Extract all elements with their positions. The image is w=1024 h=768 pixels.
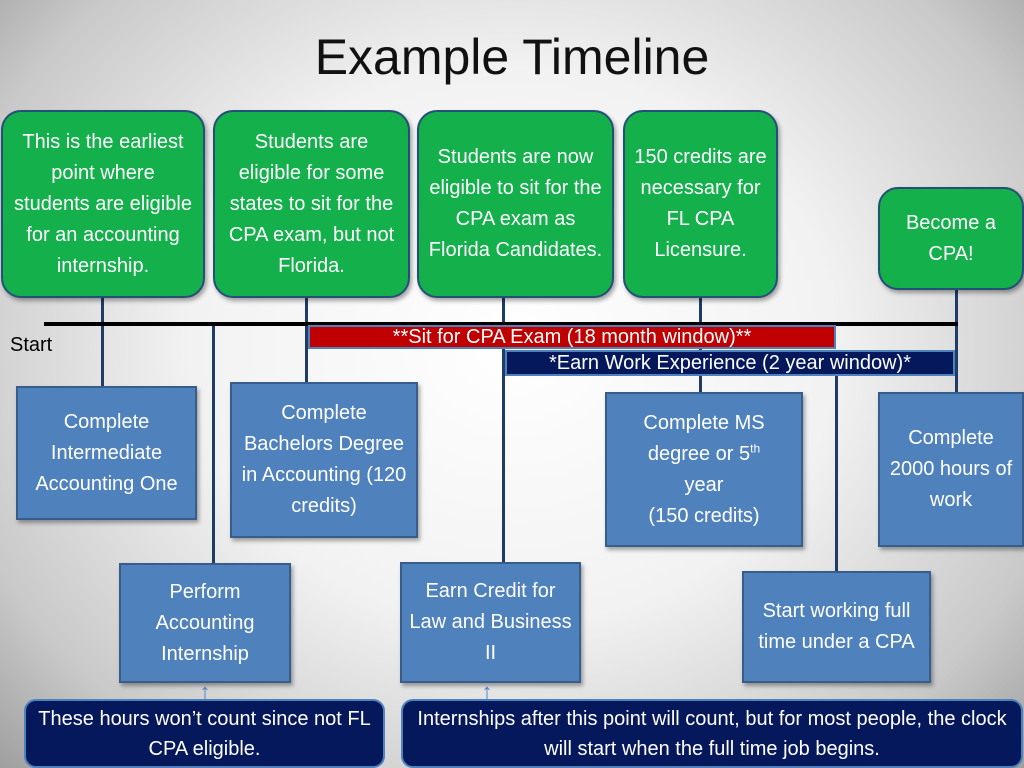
milestone-text: Students are now eligible to sit for the…	[428, 146, 603, 261]
step-law-business: Earn Credit for Law and Business II	[400, 562, 581, 683]
milestone-150-credits: 150 credits are necessary for FL CPA Lic…	[623, 110, 778, 298]
cpa-exam-window-bar: **Sit for CPA Exam (18 month window)**	[308, 325, 836, 349]
page-title: Example Timeline	[314, 29, 710, 85]
step-text: Complete Bachelors Degree in Accounting …	[241, 402, 407, 517]
note-internships-count: Internships after this point will count,…	[401, 699, 1023, 768]
note-text: Internships after this point will count,…	[417, 707, 1007, 760]
milestone-text: Students are eligible for some states to…	[228, 130, 395, 277]
up-arrow-icon: ↑	[199, 679, 211, 704]
step-bachelors-degree: Complete Bachelors Degree in Accounting …	[230, 382, 418, 538]
ms-line-3: (150 credits)	[648, 504, 760, 527]
connector-line-fulltime	[835, 375, 838, 573]
step-accounting-internship: Perform Accounting Internship	[119, 563, 291, 683]
milestone-text: This is the earliest point where student…	[14, 130, 192, 277]
ms-superscript: th	[750, 440, 761, 455]
milestone-become-cpa: Become a CPA!	[878, 187, 1024, 290]
connector-line-3	[502, 296, 505, 564]
step-text: Complete Intermediate Accounting One	[35, 410, 178, 495]
milestone-some-states-eligible: Students are eligible for some states to…	[213, 110, 410, 298]
connector-line-internship	[212, 322, 215, 565]
step-intermediate-accounting: Complete Intermediate Accounting One	[16, 386, 197, 520]
timeline-axis	[44, 322, 958, 326]
note-hours-not-counted: These hours won’t count since not FL CPA…	[24, 699, 385, 768]
note-text: These hours won’t count since not FL CPA…	[38, 707, 371, 760]
step-text: Earn Credit for Law and Business II	[409, 580, 572, 664]
step-text: Complete MS degree or 5th year (150 credit…	[613, 408, 795, 532]
step-2000-hours: Complete 2000 hours of work	[878, 392, 1024, 547]
milestone-florida-eligible: Students are now eligible to sit for the…	[417, 110, 614, 298]
ms-line-2: year	[684, 473, 724, 496]
milestone-earliest-internship: This is the earliest point where student…	[1, 110, 205, 298]
up-arrow-icon: ↑	[481, 679, 493, 704]
connector-line-1	[101, 296, 104, 388]
work-experience-window-bar: *Earn Work Experience (2 year window)*	[505, 350, 955, 376]
connector-line-2	[305, 296, 308, 384]
step-full-time-under-cpa: Start working full time under a CPA	[742, 571, 931, 683]
milestone-text: 150 credits are necessary for FL CPA Lic…	[634, 146, 767, 261]
step-ms-degree: Complete MS degree or 5th year (150 credit…	[605, 392, 803, 547]
step-text: Start working full time under a CPA	[758, 600, 915, 653]
connector-line-5	[955, 288, 958, 394]
step-text: Complete 2000 hours of work	[889, 427, 1013, 511]
start-label: Start	[10, 334, 53, 356]
ms-line-1: Complete MS degree or 5	[643, 411, 765, 465]
milestone-text: Become a CPA!	[905, 211, 997, 265]
step-text: Perform Accounting Internship	[155, 580, 255, 665]
